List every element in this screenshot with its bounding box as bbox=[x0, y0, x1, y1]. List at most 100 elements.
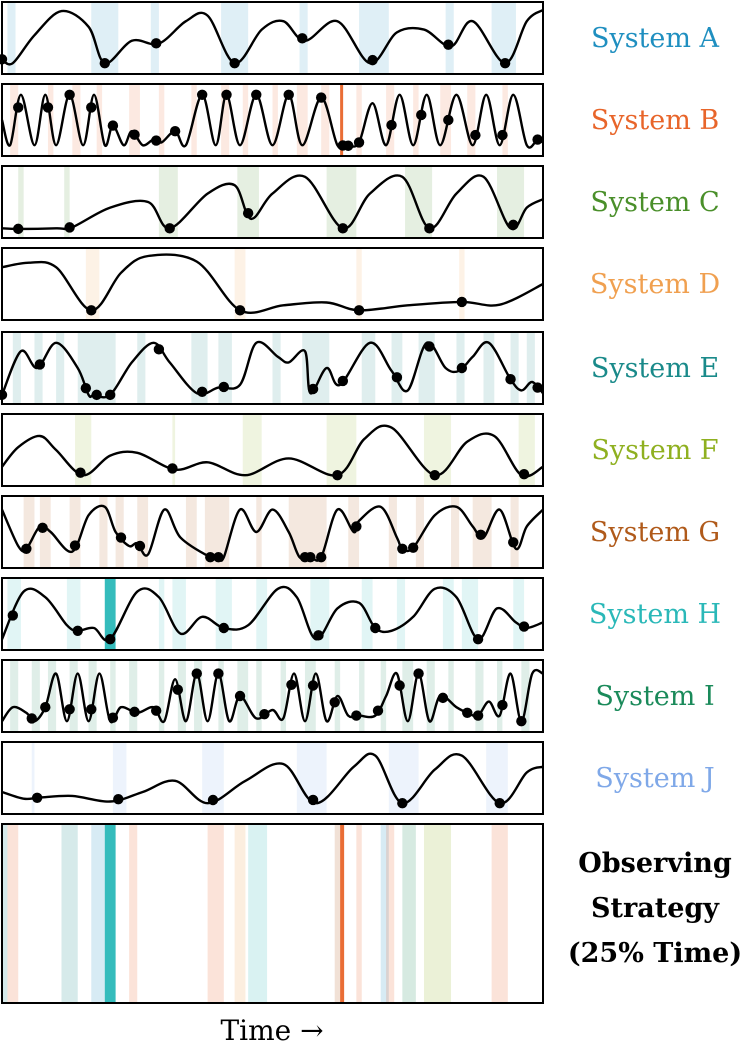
panel-system-a: System A bbox=[0, 1, 720, 75]
observation-band bbox=[218, 660, 224, 732]
minimum-point bbox=[31, 792, 43, 803]
observation-band bbox=[321, 84, 330, 156]
series-label: System A bbox=[591, 23, 720, 54]
strategy-band bbox=[334, 824, 341, 1003]
minimum-point bbox=[191, 668, 202, 679]
observation-band bbox=[280, 660, 287, 732]
series-line bbox=[1, 174, 544, 231]
minimum-point bbox=[283, 89, 294, 101]
minimum-point bbox=[508, 219, 519, 231]
observation-band bbox=[158, 578, 165, 650]
minimum-point bbox=[150, 38, 162, 49]
strategy-band bbox=[207, 824, 224, 1003]
observation-band bbox=[194, 660, 203, 732]
minimum-point bbox=[532, 134, 543, 145]
observation-band bbox=[388, 496, 397, 568]
strategy-band bbox=[2, 824, 8, 1003]
minimum-point bbox=[494, 798, 505, 809]
minimum-point bbox=[307, 680, 319, 691]
minimum-point bbox=[499, 58, 511, 69]
observation-band bbox=[99, 496, 108, 568]
minimum-point bbox=[99, 58, 110, 69]
minimum-point bbox=[394, 680, 405, 691]
strategy-band bbox=[340, 824, 345, 1003]
observation-band bbox=[237, 166, 259, 238]
minimum-point bbox=[86, 102, 97, 113]
strategy-frame bbox=[1, 823, 544, 1004]
series-line bbox=[0, 585, 544, 642]
minimum-point bbox=[424, 341, 435, 352]
panel-frame bbox=[1, 165, 544, 239]
panel-frame bbox=[1, 659, 544, 733]
observation-band bbox=[526, 332, 535, 404]
minimum-point bbox=[505, 374, 516, 385]
minimum-point bbox=[42, 102, 54, 113]
observation-band bbox=[448, 660, 454, 732]
observation-band bbox=[191, 332, 208, 404]
minimum-point bbox=[472, 634, 484, 645]
panel-system-b: System B bbox=[0, 83, 719, 157]
minimum-point bbox=[64, 704, 75, 715]
minimum-point bbox=[37, 522, 48, 533]
observation-band bbox=[129, 84, 140, 156]
series-line bbox=[0, 504, 544, 562]
observation-band bbox=[242, 84, 249, 156]
minimum-point bbox=[234, 690, 246, 702]
minimum-point bbox=[134, 540, 146, 552]
minimum-point bbox=[34, 359, 46, 370]
minimum-point bbox=[205, 552, 216, 563]
observation-band bbox=[177, 660, 186, 732]
strategy-label-line: (25% Time) bbox=[568, 938, 742, 969]
observation-band bbox=[461, 578, 479, 650]
panel-system-j: System J bbox=[1, 741, 715, 815]
panel-system-h: System H bbox=[0, 577, 721, 651]
minimum-point bbox=[218, 381, 230, 393]
panel-frame bbox=[1, 331, 544, 405]
minimum-point bbox=[397, 798, 408, 809]
minimum-point bbox=[532, 382, 543, 393]
minimum-point bbox=[64, 222, 75, 233]
minimum-point bbox=[353, 137, 365, 148]
minimum-point bbox=[105, 389, 116, 401]
observation-band bbox=[272, 332, 281, 404]
minimum-point bbox=[107, 712, 119, 723]
minimum-point bbox=[40, 702, 51, 713]
minimum-point bbox=[518, 468, 530, 480]
minimum-point bbox=[337, 375, 349, 387]
observation-band bbox=[158, 660, 165, 732]
panel-system-i: System I bbox=[1, 659, 715, 733]
observation-band bbox=[521, 660, 530, 732]
minimum-point bbox=[218, 622, 230, 634]
series-label: System I bbox=[595, 681, 714, 712]
strategy-band bbox=[234, 824, 246, 1003]
observation-band bbox=[413, 84, 419, 156]
minimum-point bbox=[407, 542, 419, 553]
minimum-point bbox=[372, 705, 384, 716]
minimum-point bbox=[313, 630, 324, 641]
minimum-point bbox=[64, 89, 75, 101]
observation-band bbox=[296, 84, 308, 156]
minimum-point bbox=[413, 668, 424, 679]
minimum-point bbox=[391, 372, 403, 383]
series-line bbox=[0, 340, 544, 399]
minimum-point bbox=[470, 129, 481, 141]
panel-frame bbox=[1, 83, 544, 157]
observation-band-highlight bbox=[340, 84, 344, 156]
observation-band bbox=[256, 660, 262, 732]
minimum-point bbox=[169, 126, 181, 137]
minimum-point bbox=[213, 552, 224, 563]
observation-band bbox=[475, 660, 484, 732]
series-line bbox=[1, 8, 544, 66]
minimum-point bbox=[386, 119, 397, 131]
minimum-point bbox=[153, 344, 165, 355]
observation-band bbox=[510, 332, 519, 404]
observation-band bbox=[218, 332, 232, 404]
series-label: System H bbox=[589, 599, 721, 630]
x-axis-label: Time → bbox=[220, 1014, 323, 1047]
observation-band bbox=[10, 660, 19, 732]
minimum-point bbox=[242, 208, 254, 219]
series-line bbox=[0, 93, 544, 151]
minimum-point bbox=[315, 92, 327, 103]
observation-band bbox=[483, 332, 495, 404]
minimum-point bbox=[7, 610, 19, 621]
